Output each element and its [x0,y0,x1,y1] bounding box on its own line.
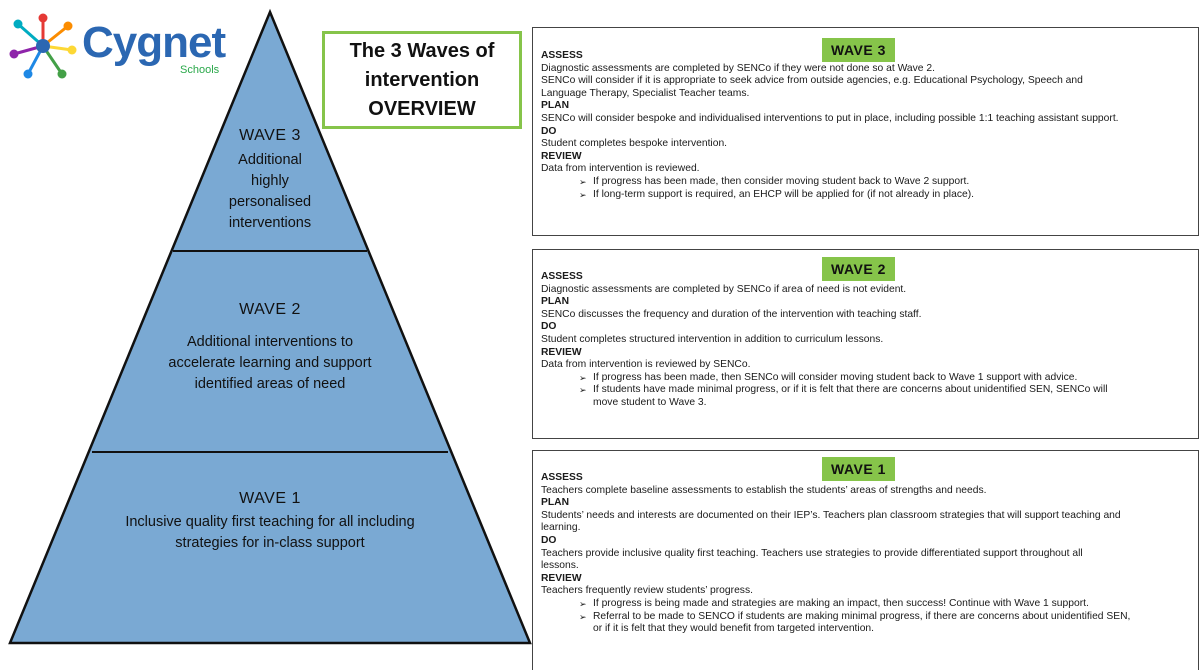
pyramid-wave-1-heading: WAVE 1 [239,490,301,507]
review-text: Data from intervention is reviewed by SE… [541,359,751,371]
pyramid-wave-2: WAVE 2 Additional interventions to accel… [140,299,400,395]
plan-text: SENCo will consider bespoke and individu… [541,112,1119,124]
pyramid-wave-2-line: Additional interventions to [186,334,354,350]
pyramid-wave-3-line: Additional [238,152,302,168]
assess-text: Teachers complete baseline assessments t… [541,484,987,496]
assess-heading: ASSESS [541,50,583,61]
pyramid-wave-3-line: highly [251,173,289,189]
pyramid-wave-2-heading: WAVE 2 [239,301,301,318]
wave-1-badge: WAVE 1 [822,457,895,481]
review-bullet: If students have made minimal progress, … [541,384,1192,397]
pyramid-wave-3: WAVE 3 Additional highly personalised in… [195,125,345,234]
review-text: Teachers frequently review students’ pro… [541,585,753,597]
pyramid-wave-1-line: strategies for in-class support [175,535,365,551]
do-text: lessons. [541,560,579,572]
review-bullet-continuation: or if it is felt that they would benefit… [593,623,875,635]
review-heading: REVIEW [541,150,582,162]
title-line-2: intervention [364,68,480,91]
assess-heading: ASSESS [541,472,583,483]
logo-subtitle: Schools [180,64,220,76]
cygnet-schools-logo: Cygnet Schools [8,12,233,80]
pyramid-wave-3-line: interventions [228,215,312,231]
review-heading: REVIEW [541,346,582,358]
plan-text: SENCo discusses the frequency and durati… [541,308,922,320]
assess-heading: ASSESS [541,271,583,282]
title-line-3: OVERVIEW [368,97,476,120]
wave-2-badge: WAVE 2 [822,257,895,281]
do-text: Student completes structured interventio… [541,333,884,345]
plan-heading: PLAN [541,497,570,509]
logo-wordmark: Cygnet [82,18,226,67]
assess-text: Diagnostic assessments are completed by … [541,62,935,74]
wave-3-panel: WAVE 3 ASSESS Diagnostic assessments are… [532,27,1199,236]
assess-text: Language Therapy, Specialist Teacher tea… [541,87,750,99]
review-text: Data from intervention is reviewed. [541,163,700,175]
pyramid-wave-2-line: accelerate learning and support [168,355,372,371]
pyramid-wave-3-heading: WAVE 3 [239,127,301,144]
plan-text: Students’ needs and interests are docume… [541,509,1121,521]
review-bullet: If progress has been made, then SENCo wi… [541,372,1192,385]
plan-heading: PLAN [541,296,570,308]
review-bullet: If progress is being made and strategies… [541,598,1192,611]
wave-2-panel: WAVE 2 ASSESS Diagnostic assessments are… [532,249,1199,439]
do-heading: DO [541,534,557,546]
review-bullet: If long-term support is required, an EHC… [541,189,1192,202]
do-text: Teachers provide inclusive quality first… [541,547,1083,559]
review-bullet: If progress has been made, then consider… [541,176,1192,189]
review-bullet-continuation: move student to Wave 3. [593,396,707,408]
pyramid-wave-1-line: Inclusive quality first teaching for all… [125,514,415,530]
assess-text: Diagnostic assessments are completed by … [541,283,907,295]
title-line-1: The 3 Waves of [349,39,495,62]
do-text: Student completes bespoke intervention. [541,138,728,150]
plan-heading: PLAN [541,100,570,112]
wave-1-panel: WAVE 1 ASSESS Teachers complete baseline… [532,450,1199,670]
pyramid-wave-1: WAVE 1 Inclusive quality first teaching … [90,488,450,554]
assess-text: SENCo will consider if it is appropriate… [541,75,1083,87]
do-heading: DO [541,321,557,333]
overview-title-box: The 3 Waves of intervention OVERVIEW [322,31,522,129]
plan-text: learning. [541,522,581,534]
review-heading: REVIEW [541,572,582,584]
do-heading: DO [541,125,557,137]
pyramid-shape [8,8,532,645]
pyramid-wave-2-line: identified areas of need [194,376,346,392]
review-bullet: Referral to be made to SENCO if students… [541,611,1192,624]
cygnet-swan-star-icon [9,13,77,79]
waves-pyramid [8,8,532,645]
pyramid-wave-3-line: personalised [228,194,312,210]
wave-3-badge: WAVE 3 [822,38,895,62]
